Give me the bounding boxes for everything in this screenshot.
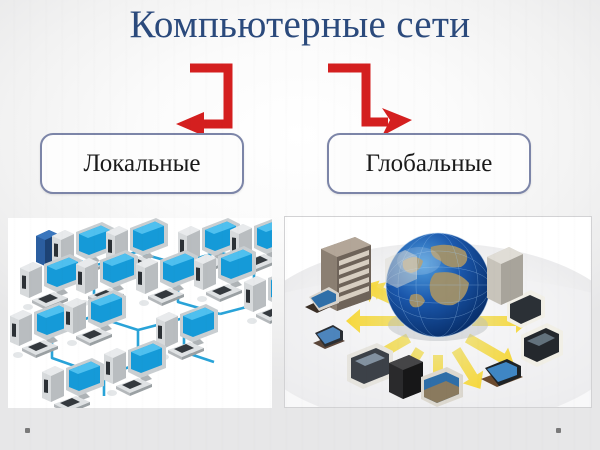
connected-devices <box>305 237 563 407</box>
arrow-group <box>150 62 440 140</box>
corner-dot-left <box>25 428 30 433</box>
arrows-svg <box>176 63 412 136</box>
lan-diagram-svg <box>8 218 272 408</box>
category-label-global: Глобальные <box>365 149 493 177</box>
wan-image-panel <box>284 216 592 408</box>
category-label-local: Локальные <box>83 149 201 177</box>
wan-globe-svg <box>285 217 591 407</box>
page-title: Компьютерные сети <box>129 3 471 46</box>
lan-image-panel <box>8 218 272 408</box>
elbow-arrow-left <box>176 63 233 136</box>
elbow-arrow-right <box>328 63 412 136</box>
category-box-global[interactable]: Глобальные <box>327 133 531 194</box>
category-box-local[interactable]: Локальные <box>40 133 244 194</box>
corner-dot-right <box>556 428 561 433</box>
